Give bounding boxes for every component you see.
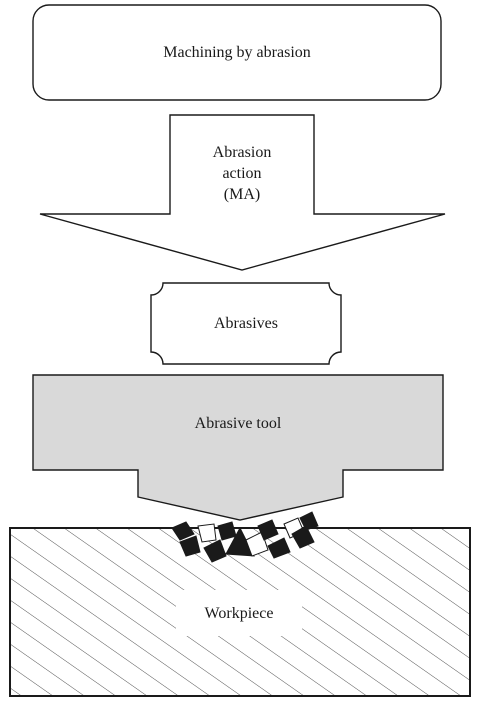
workpiece-label: Workpiece [204,605,274,622]
machining-label: Machining by abrasion [163,44,311,61]
abrasion-action-line: Abrasion [212,144,272,161]
abrasion-action-line: (MA) [223,186,261,203]
abrasive-grain [197,523,217,543]
abrasive-grain [299,511,319,531]
abrasives-box [150,282,342,365]
abrasive-grain [171,521,195,541]
abrasive-grain [245,531,269,557]
machining-box [32,4,442,101]
abrasives-label: Abrasives [214,315,278,332]
abrasion-action-label: Abrasion action (MA) [170,142,314,205]
abrasive-grain [179,535,201,557]
abrasive-grain [257,519,279,541]
abrasive-grains [171,511,319,563]
abrasive-tool-shape [32,374,444,521]
workpiece-label-background [176,590,302,636]
abrasive-grain [267,537,291,559]
abrasive-grain [291,525,315,549]
abrasive-grain [203,539,227,563]
abrasion-action-line: action [222,165,262,182]
abrasive-tool-label: Abrasive tool [194,415,282,432]
abrasion-action-arrow [39,114,446,271]
